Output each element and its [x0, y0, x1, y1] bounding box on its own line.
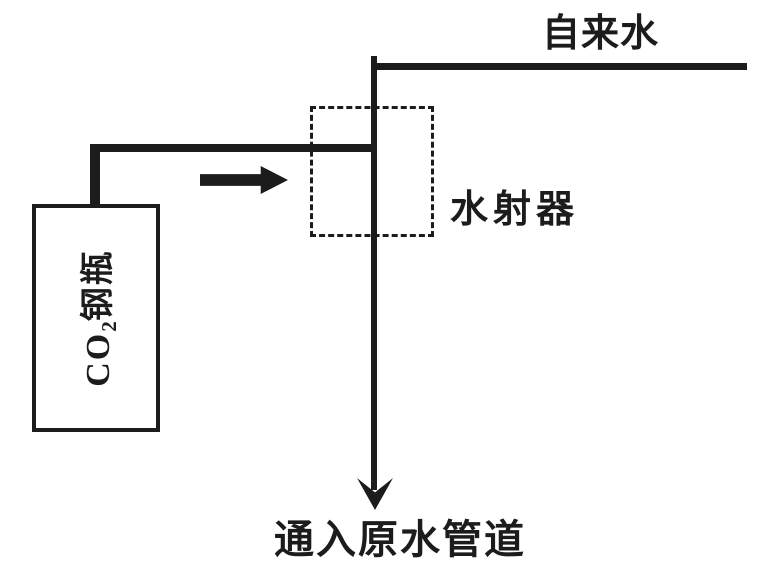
main-vertical-pipe-line: [371, 56, 377, 490]
raw-water-outlet-label: 通入原水管道: [274, 517, 526, 562]
co2-label-prefix: CO: [80, 331, 117, 387]
tap-water-pipe-line: [371, 63, 747, 70]
co2-label-suffix: 钢瓶: [80, 249, 117, 322]
co2-vertical-stub-line: [90, 144, 100, 206]
water-ejector-label: 水射器: [450, 189, 580, 231]
co2-horizontal-pipe-line: [90, 144, 375, 152]
tap-water-label: 自来水: [542, 13, 660, 55]
co2-cylinder-label: CO2钢瓶: [70, 249, 122, 387]
water-ejector-dashed-box: [310, 106, 434, 237]
right-flow-arrow-icon: [200, 166, 288, 194]
co2-cylinder-box: CO2钢瓶: [32, 204, 160, 432]
co2-label-subscript: 2: [97, 321, 121, 332]
